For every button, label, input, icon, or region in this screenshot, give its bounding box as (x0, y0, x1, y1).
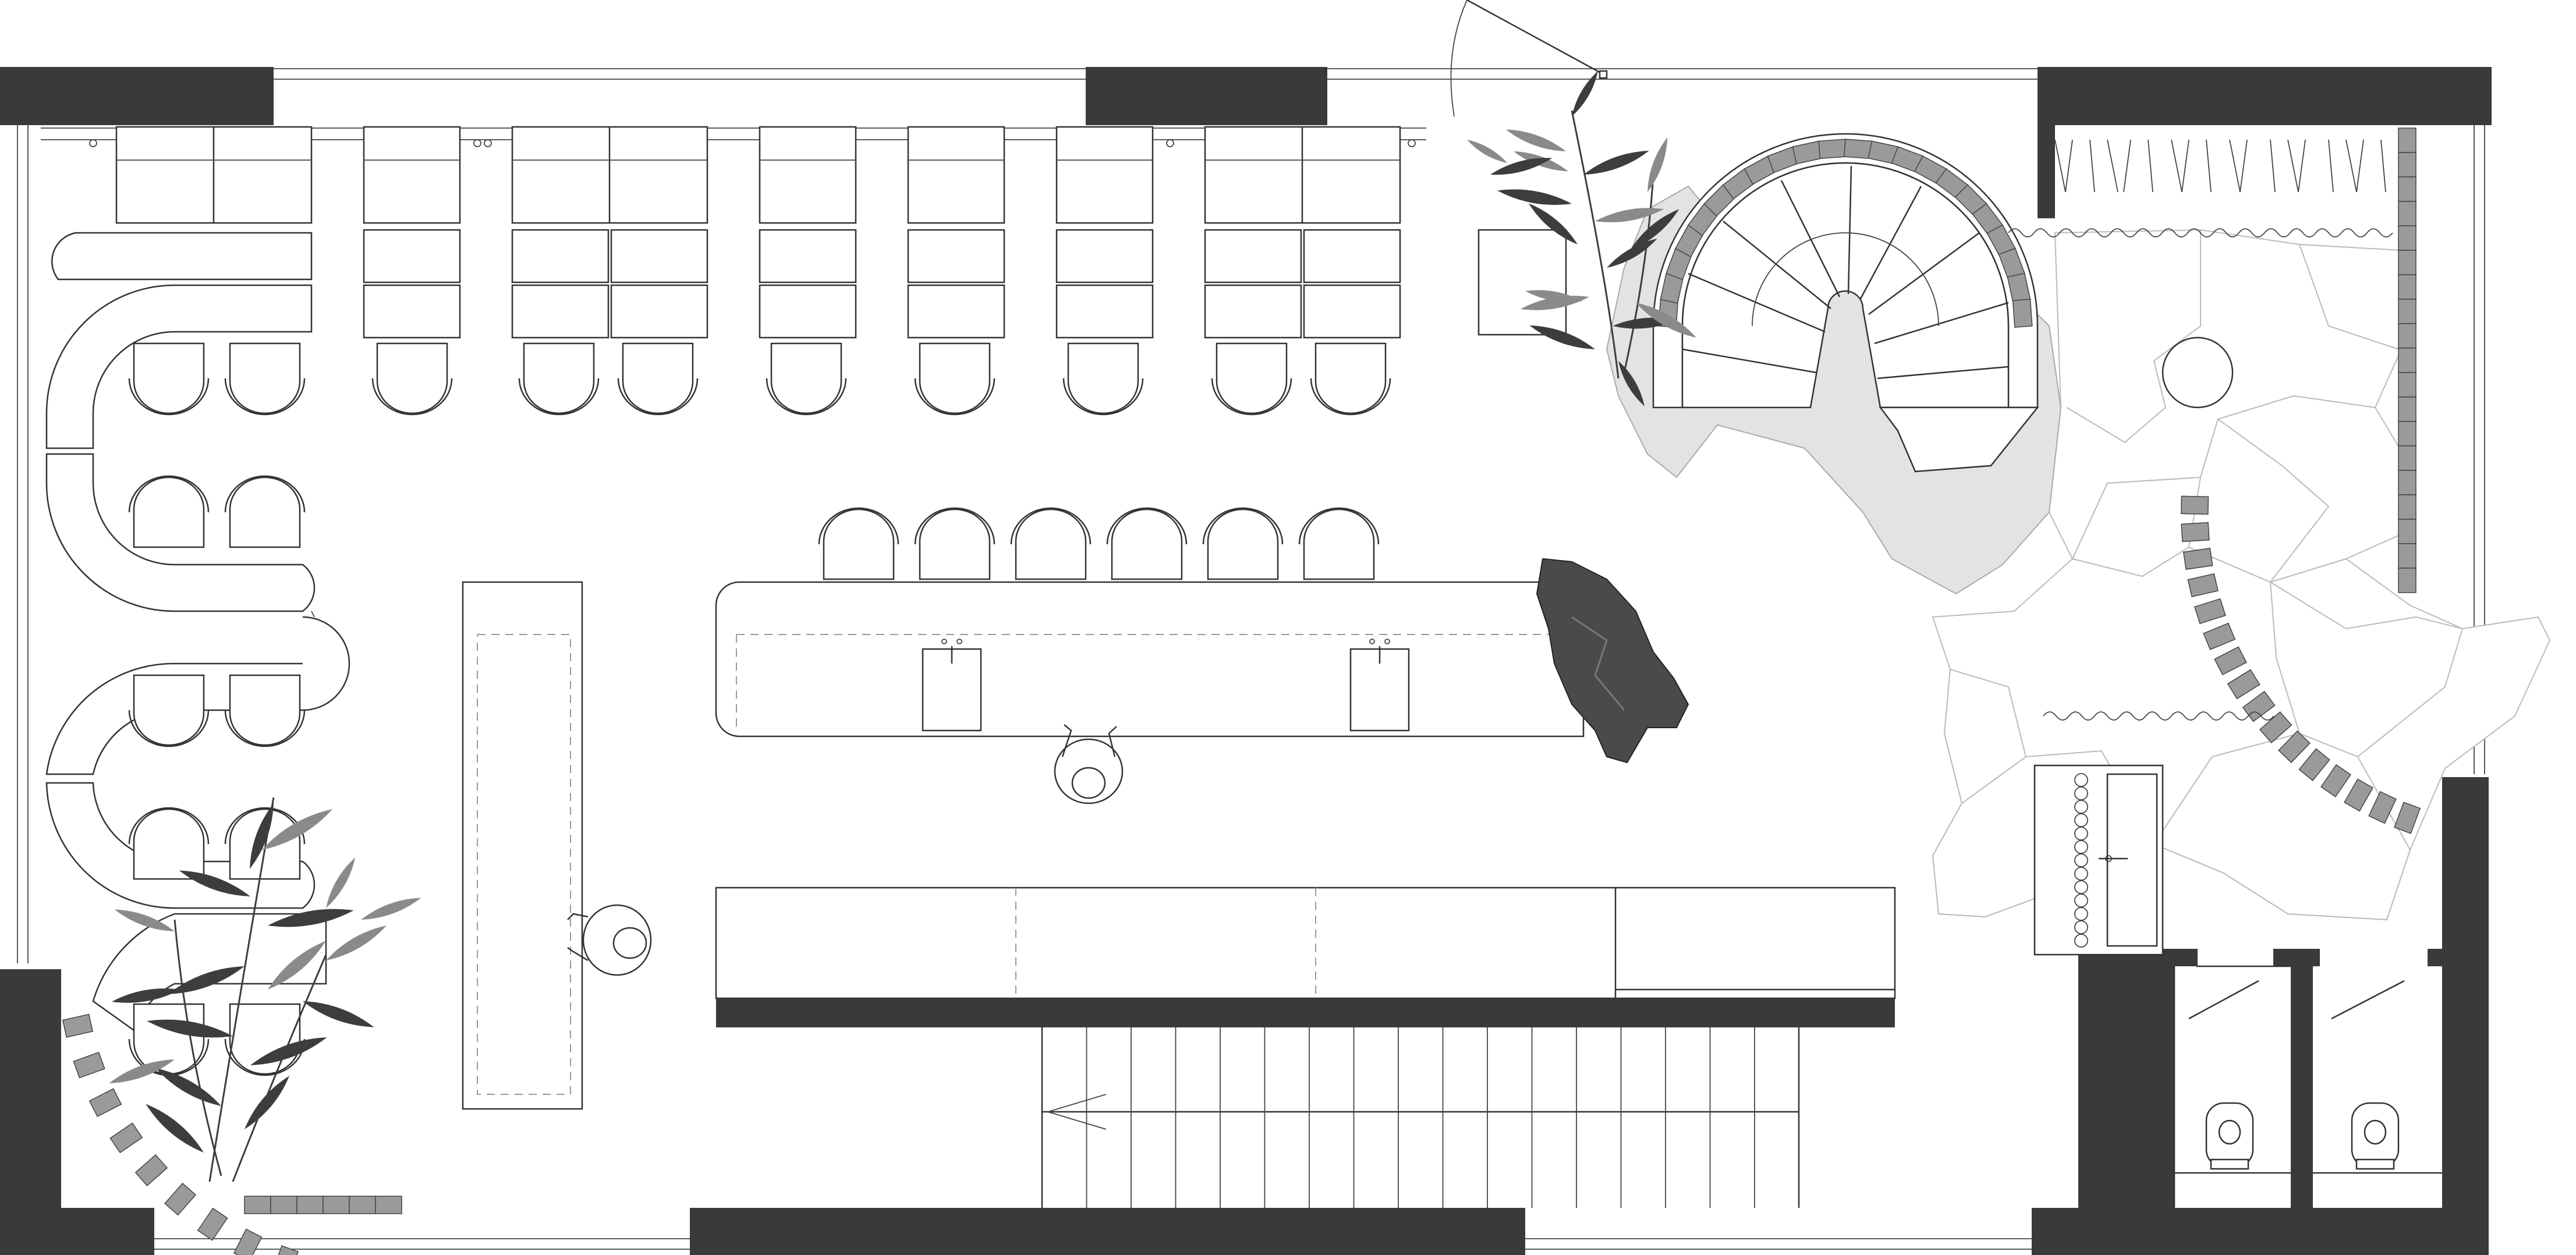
chair-bar-1 (914, 507, 995, 580)
small-tables (363, 229, 1567, 339)
long-counter (462, 581, 583, 1110)
chair-bench-2 (128, 674, 210, 747)
entrance-door (1450, 0, 1608, 117)
planter-brick-edge (62, 1013, 402, 1255)
bamboo-plant-southwest (109, 797, 421, 1182)
back-counter (715, 887, 1896, 999)
chair-bar-2 (1010, 507, 1092, 580)
stone-paving (1932, 229, 2551, 921)
chair-row1-d (518, 342, 600, 416)
person-server (567, 904, 652, 976)
person-bartender (1054, 724, 1124, 804)
bar-counter-seating (115, 126, 1401, 224)
central-bar (715, 581, 1585, 738)
chairs (128, 342, 1391, 1076)
chair-bar-3 (1106, 507, 1188, 580)
window-glazing (17, 68, 2485, 1250)
washroom (2033, 764, 2442, 1208)
toilet-2 (2351, 1102, 2400, 1170)
chair-row1-b (224, 342, 306, 416)
chair-row1-h (1062, 342, 1144, 416)
decor-rings (2074, 773, 2088, 948)
walls (0, 67, 2492, 1255)
chair-row1-a (128, 342, 210, 416)
bamboo-screen (2008, 139, 2393, 721)
chair-bar-5 (1298, 507, 1380, 580)
chair-row1-e (617, 342, 699, 416)
chair-bar-4 (1202, 507, 1284, 580)
spiral-staircase (1652, 133, 2039, 473)
chair-row1-g (914, 342, 995, 416)
chair-row1-c (371, 342, 453, 416)
chair-bar-0 (818, 507, 899, 580)
bamboo-plant-northeast (1467, 71, 1696, 406)
rock-large (1536, 558, 1689, 764)
staircase-south (1041, 1027, 1800, 1208)
chair-bench-1 (224, 475, 306, 548)
curved-brick-wall (2181, 495, 2421, 834)
rail-fittings (89, 139, 1416, 147)
chair-row1-f (766, 342, 847, 416)
chair-row1-j (1310, 342, 1391, 416)
chair-bench-6 (128, 1003, 210, 1076)
toilet-1 (2205, 1102, 2254, 1170)
round-table-east (2162, 336, 2234, 409)
chair-bench-0 (128, 475, 210, 548)
chair-bench-4 (128, 807, 210, 880)
east-brick-wall (2398, 127, 2416, 593)
chair-bench-3 (224, 674, 306, 747)
chair-row1-i (1211, 342, 1292, 416)
spiral-brick-edge (1658, 139, 2033, 328)
